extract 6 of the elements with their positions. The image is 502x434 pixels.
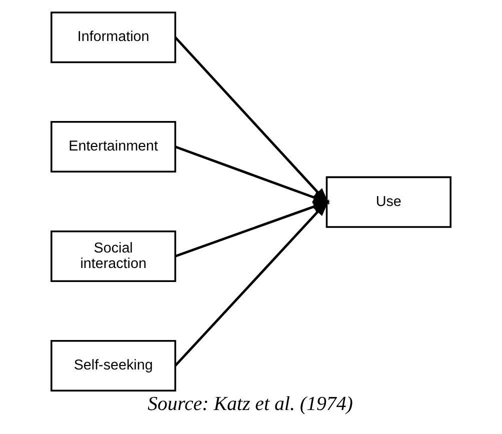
node-box: Information — [50, 12, 176, 64]
node-box: Self-seeking — [50, 340, 176, 392]
node-box: Social interaction — [50, 230, 176, 282]
node-box: Use — [326, 176, 452, 228]
caption: Source: Katz et al. (1974) — [148, 392, 353, 415]
node-box: Entertainment — [50, 121, 176, 173]
